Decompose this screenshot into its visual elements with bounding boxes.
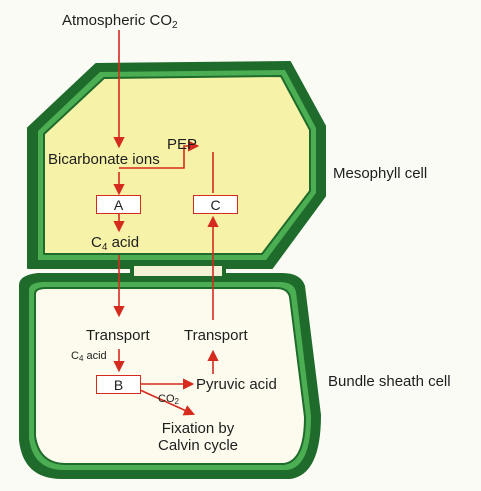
label-pep: PEP [167,136,198,153]
arrow-b-to-calvin-cycle [139,389,196,416]
label-atmospheric-co2: Atmospheric CO2 [62,12,178,31]
label-c4-acid-small: C4 acid [71,350,107,363]
label-pyruvic-acid: Pyruvic acid [196,376,277,393]
box-b: B [96,375,141,394]
label-fixation-calvin-cycle: Fixation by Calvin cycle [157,420,239,454]
label-co2-small: CO2 [158,393,179,406]
arrow-bicarbonate-to-pep [119,140,200,169]
label-bicarbonate-ions: Bicarbonate ions [48,151,160,168]
label-transport-left: Transport [86,327,150,344]
plasmodesma-inner [134,266,222,276]
bundle-sheath-cytoplasm [34,287,307,465]
label-mesophyll-cell: Mesophyll cell [333,165,428,182]
label-c4-acid: C4 acid [91,234,140,253]
box-a: A [96,195,141,214]
label-transport-right: Transport [184,327,248,344]
box-c: C [193,195,238,214]
label-bundle-sheath-cell: Bundle sheath cell [328,373,451,390]
